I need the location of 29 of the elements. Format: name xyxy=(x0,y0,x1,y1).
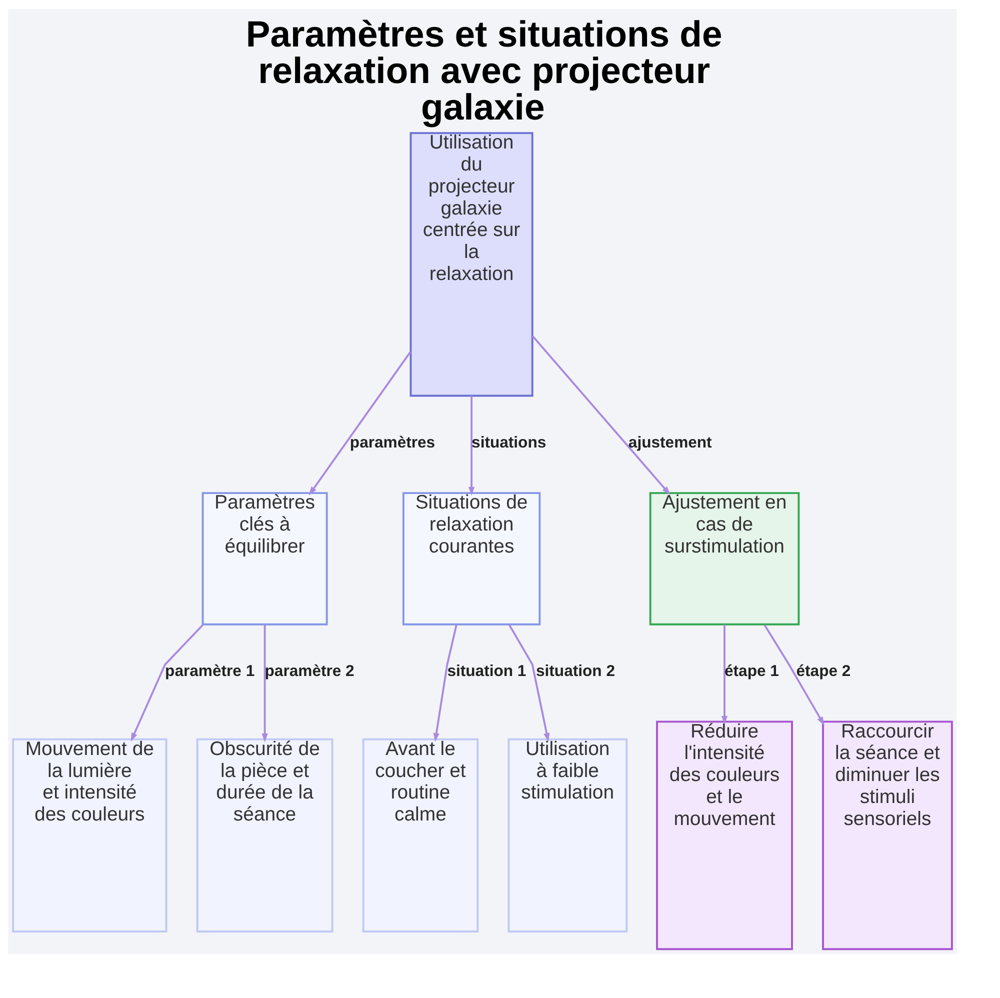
edge-label: ajustement xyxy=(628,434,712,452)
arrow xyxy=(508,624,550,742)
arrow xyxy=(764,624,824,726)
arrow xyxy=(433,624,458,742)
node-box: Ajustement en cas de surstimulation xyxy=(649,492,800,626)
arrow xyxy=(262,624,268,742)
arrow xyxy=(532,335,670,496)
node-box: Utilisation à faible stimulation xyxy=(508,738,628,932)
node-box: Avant le coucher et routine calme xyxy=(362,738,479,932)
edge-label: paramètre 1 xyxy=(165,662,255,680)
edge-label: étape 2 xyxy=(796,662,851,680)
arrow xyxy=(721,624,728,725)
edge-label: situations xyxy=(472,434,546,452)
node-box: Réduire l'intensité des couleurs et le mouvement xyxy=(656,720,793,950)
edge-label: étape 1 xyxy=(724,662,779,680)
arrow xyxy=(468,396,475,496)
node-box: Raccourcir la séance et diminuer les stimuli sensoriels xyxy=(822,720,953,950)
arrow xyxy=(308,351,412,496)
node-box: Utilisation du projecteur galaxie centrée sur la relaxation xyxy=(410,132,534,397)
node-box: Paramètres clés à équilibrer xyxy=(202,492,328,626)
node-box: Obscurité de la pièce et durée de la séance xyxy=(196,738,334,932)
node-box: Situations de relaxation courantes xyxy=(402,492,541,626)
edge-label: situation 2 xyxy=(536,662,615,680)
edge-label: situation 1 xyxy=(447,662,526,680)
edge-label: paramètre 2 xyxy=(264,662,354,680)
arrow xyxy=(130,624,204,742)
node-box: Mouvement de la lumière et intensité des couleurs xyxy=(12,738,168,932)
diagram-title: Paramètres et situations de relaxation avec projecteur galaxie xyxy=(246,14,722,128)
edge-label: paramètres xyxy=(350,434,436,452)
